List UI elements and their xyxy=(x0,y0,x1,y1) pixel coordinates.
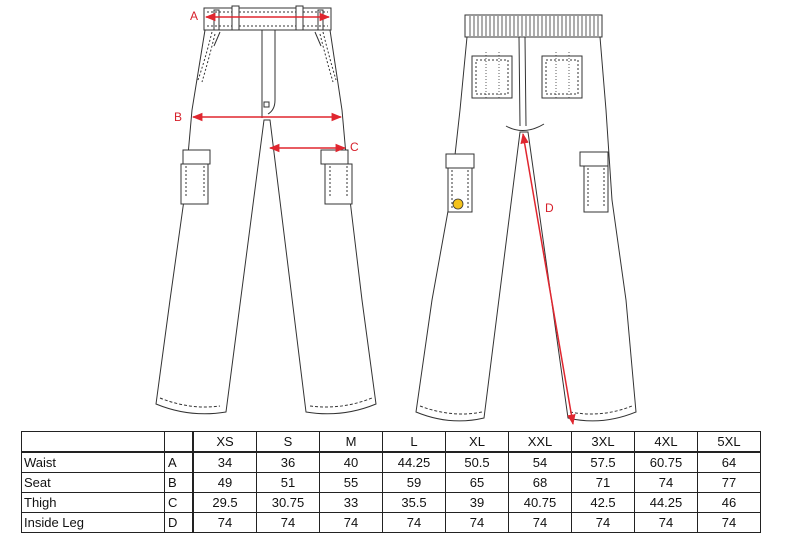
cell-value: 35.5 xyxy=(382,492,446,513)
cell-value: 74 xyxy=(382,512,446,533)
cell-value: 71 xyxy=(571,472,635,493)
cell-value: 51 xyxy=(256,472,320,493)
label-a: A xyxy=(190,9,198,23)
size-chart-table: XS S M L XL XXL 3XL 4XL 5XL Waist A 34 3… xyxy=(21,431,761,533)
cell-value: 55 xyxy=(319,472,383,493)
back-pocket-left xyxy=(471,55,513,99)
cell-value: 68 xyxy=(508,472,572,493)
cell-value: 42.5 xyxy=(571,492,635,513)
size-header-row: XS S M L XL XXL 3XL 4XL 5XL xyxy=(21,431,761,453)
size-header: XL xyxy=(445,431,509,453)
cell-value: 44.25 xyxy=(634,492,698,513)
cell-value: 60.75 xyxy=(634,451,698,473)
arrow-inside-leg-d xyxy=(520,132,576,426)
front-belt-loop xyxy=(231,5,240,33)
trouser-diagram: A B C D xyxy=(155,5,637,426)
size-header: 5XL xyxy=(697,431,761,453)
back-outline xyxy=(415,36,637,422)
row-name: Thigh xyxy=(21,492,165,513)
cell-value: 74 xyxy=(256,512,320,533)
row-letter: D xyxy=(164,512,194,533)
size-header: M xyxy=(319,431,383,453)
label-b: B xyxy=(174,110,182,124)
cell-value: 64 xyxy=(697,451,761,473)
row-letter: B xyxy=(164,472,194,493)
row-letter: C xyxy=(164,492,194,513)
label-c: C xyxy=(350,140,359,154)
cell-value: 40 xyxy=(319,451,383,473)
cell-value: 74 xyxy=(634,472,698,493)
row-name: Inside Leg xyxy=(21,512,165,533)
cell-value: 33 xyxy=(319,492,383,513)
cell-value: 57.5 xyxy=(571,451,635,473)
size-header: L xyxy=(382,431,446,453)
front-outline xyxy=(155,29,377,415)
measure-arrows xyxy=(191,12,576,426)
cell-value: 46 xyxy=(697,492,761,513)
size-header: XS xyxy=(192,431,257,453)
cell-value: 36 xyxy=(256,451,320,473)
table-row-seat: Seat B 49 51 55 59 65 68 71 74 77 xyxy=(21,472,761,493)
cell-value: 29.5 xyxy=(192,492,257,513)
waistband-elastic xyxy=(469,16,599,36)
cell-value: 74 xyxy=(697,512,761,533)
cell-value: 39 xyxy=(445,492,509,513)
front-waistband xyxy=(203,7,332,31)
cell-value: 74 xyxy=(571,512,635,533)
back-pocket-right xyxy=(541,55,583,99)
row-letter: A xyxy=(164,451,194,473)
cell-value: 74 xyxy=(508,512,572,533)
cell-value: 34 xyxy=(192,451,257,473)
front-cargo-pocket-right xyxy=(324,163,353,205)
size-header: S xyxy=(256,431,320,453)
front-view xyxy=(155,5,377,415)
table-row-thigh: Thigh C 29.5 30.75 33 35.5 39 40.75 42.5… xyxy=(21,492,761,513)
cell-value: 74 xyxy=(319,512,383,533)
front-belt-loop xyxy=(295,5,304,33)
header-blank xyxy=(21,431,165,453)
table-row-waist: Waist A 34 36 40 44.25 50.5 54 57.5 60.7… xyxy=(21,451,761,473)
row-name: Waist xyxy=(21,451,165,473)
cell-value: 74 xyxy=(192,512,257,533)
cell-value: 54 xyxy=(508,451,572,473)
row-name: Seat xyxy=(21,472,165,493)
cell-value: 49 xyxy=(192,472,257,493)
cell-value: 30.75 xyxy=(256,492,320,513)
back-view xyxy=(415,14,637,422)
cell-value: 74 xyxy=(634,512,698,533)
label-tag-icon xyxy=(452,198,464,210)
cell-value: 59 xyxy=(382,472,446,493)
cell-value: 74 xyxy=(445,512,509,533)
size-header: 4XL xyxy=(634,431,698,453)
back-waistband xyxy=(464,14,603,38)
cell-value: 44.25 xyxy=(382,451,446,473)
size-header: XXL xyxy=(508,431,572,453)
cell-value: 65 xyxy=(445,472,509,493)
size-header: 3XL xyxy=(571,431,635,453)
cell-value: 50.5 xyxy=(445,451,509,473)
header-blank-letter xyxy=(164,431,194,453)
cell-value: 40.75 xyxy=(508,492,572,513)
cell-value: 77 xyxy=(697,472,761,493)
table-row-inside-leg: Inside Leg D 74 74 74 74 74 74 74 74 74 xyxy=(21,512,761,533)
label-d: D xyxy=(545,201,554,215)
